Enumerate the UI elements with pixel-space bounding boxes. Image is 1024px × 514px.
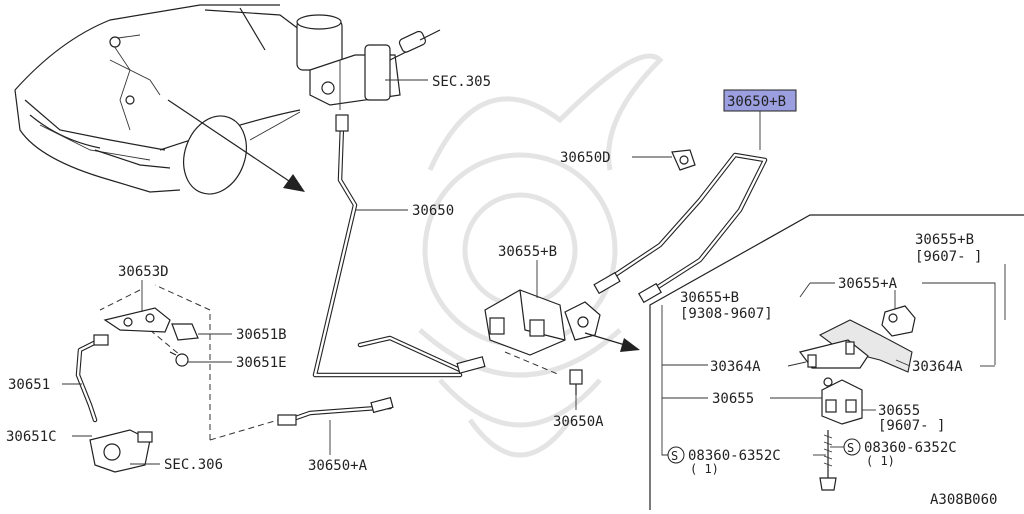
detail-label-bolt-right-qty: ( 1): [866, 454, 895, 468]
label-30653d: 30653D: [118, 264, 169, 280]
pad-30655a: [881, 305, 916, 337]
arrow-to-detail-view: [584, 332, 640, 352]
detail-label-bolt-left-qty: ( 1): [690, 462, 719, 476]
detail-label-30655b-left-date: [9308-9607]: [680, 306, 773, 322]
leader-frame-left-vertical: [661, 305, 668, 456]
label-30651c: 30651C: [6, 429, 57, 445]
detail-label-30655b-top: 30655+B: [915, 232, 974, 248]
label-30650d: 30650D: [560, 150, 611, 166]
clutch-slave-cylinder: [89, 429, 153, 473]
label-30650: 30650: [412, 203, 454, 219]
detail-label-30655b-top-date: [9607- ]: [915, 249, 982, 265]
detail-label-30655-right: 30655: [878, 403, 920, 419]
leader-30655b-left: [799, 282, 811, 298]
clutch-pipe-30650b: [597, 152, 768, 295]
label-30650a: 30650A: [553, 414, 604, 430]
label-sec306: SEC.306: [164, 457, 223, 473]
clamp-30655b: [484, 289, 601, 356]
clip-30650a: [569, 369, 583, 395]
detail-label-30655-left: 30655: [712, 391, 754, 407]
detail-label-30364a-right: 30364A: [912, 359, 963, 375]
label-30650a-bottom: 30650+A: [308, 458, 368, 474]
clip-30650d: [671, 149, 696, 171]
label-30651b: 30651B: [236, 327, 287, 343]
label-30651e: 30651E: [236, 355, 287, 371]
detail-label-30655a: 30655+A: [838, 276, 898, 292]
s-symbol-left-text: S: [671, 449, 678, 463]
clamp-30655: [821, 377, 863, 425]
detail-view-frame: [649, 214, 1024, 510]
s-symbol-left: [667, 446, 685, 464]
s-symbol-right-text: S: [847, 441, 854, 455]
arrow-car-to-detail: [167, 99, 305, 192]
leader-30655a-frame: [922, 282, 996, 365]
label-30655b: 30655+B: [498, 244, 557, 260]
label-sec305: SEC.305: [432, 74, 491, 90]
clutch-master-cylinder: [249, 14, 441, 141]
bracket-30653d: [103, 307, 171, 333]
dashed-30650a: [504, 351, 561, 376]
vehicle-outline: [14, 4, 301, 195]
bolt-30651e: [169, 351, 189, 367]
clip-30651b: [171, 323, 199, 341]
detail-label-30655b-left: 30655+B: [680, 290, 739, 306]
detail-label-bolt-left: 08360-6352C: [688, 448, 781, 464]
dashed-reference-left: [99, 284, 279, 441]
detail-label-30364a-left: 30364A: [710, 359, 761, 375]
clutch-pipe-30650: [312, 114, 463, 378]
clutch-pipe-30650a: [277, 396, 394, 426]
label-30650b-highlighted[interactable]: 30650+B: [727, 94, 786, 110]
label-30651: 30651: [8, 377, 50, 393]
leader-30364a-left: [787, 361, 807, 367]
detail-label-30655-right-date: [9607- ]: [878, 418, 945, 434]
figure-code: A308B060: [930, 492, 997, 508]
pipe-fittings-upper: [593, 271, 662, 304]
bolt-08360-6352c: [819, 430, 837, 491]
leader-30364a-right: [895, 359, 911, 367]
pipe-fitting-mid: [456, 356, 486, 374]
hose-30651: [75, 334, 109, 423]
bracket-30364a: [798, 319, 913, 373]
detail-label-bolt-right: 08360-6352C: [864, 440, 957, 456]
